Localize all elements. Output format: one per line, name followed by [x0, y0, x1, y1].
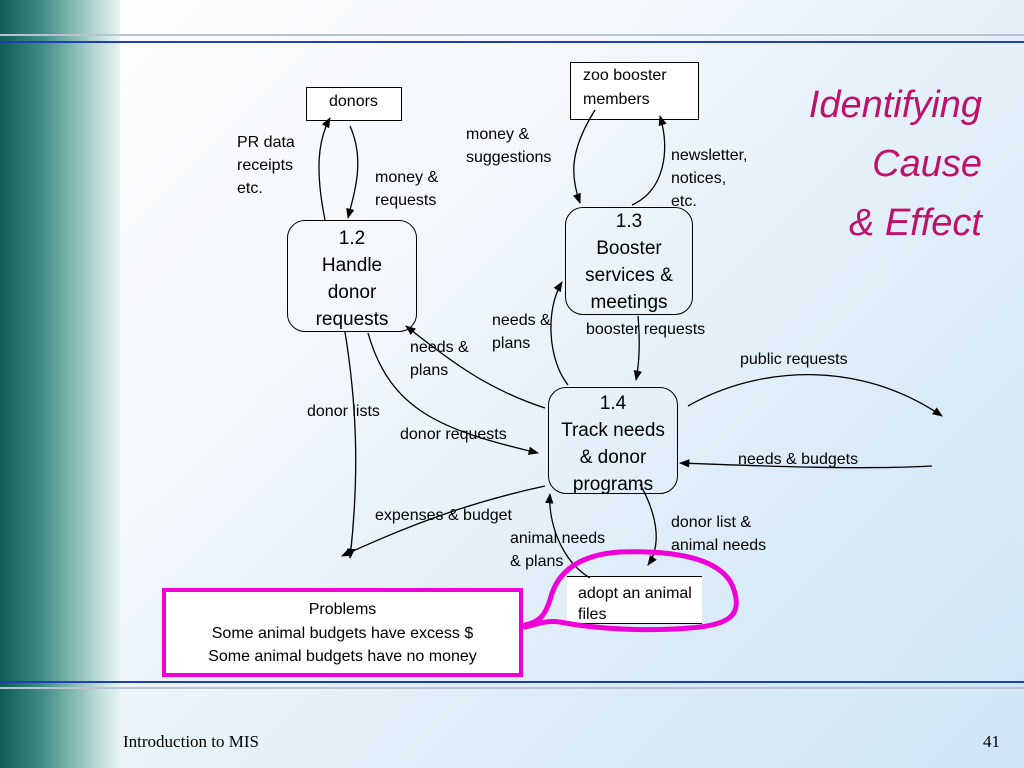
data-store-adopt-an-animal: adopt an animal files [567, 576, 702, 624]
flow-label-newsletter: newsletter, notices, etc. [671, 144, 747, 213]
process-1-3-id: 1.3 [615, 211, 643, 232]
animal-needs-plans-line1: animal needs [510, 530, 606, 547]
flow-label-animal-needs-plans: animal needs & plans [510, 527, 605, 573]
title-line-1: Identifying [808, 84, 982, 126]
slide-title: Identifying Cause & Effect [809, 76, 982, 253]
donor-list-animal-needs-line2: animal needs [671, 537, 767, 554]
arrow-expenses-budget [341, 485, 546, 557]
data-store-label-1: adopt an animal [578, 585, 692, 602]
pr-data-line2: receipts [237, 157, 294, 174]
arrow-pr-data [318, 117, 331, 221]
problems-callout: Problems Some animal budgets have excess… [162, 588, 523, 677]
arrow-needs-plans-up [550, 281, 569, 386]
arrow-public-requests [687, 373, 943, 417]
needs-plans-right-line2: plans [492, 335, 531, 352]
process-1-3-line3: meetings [590, 292, 668, 313]
problems-item-1: Some animal budgets have excess $ [211, 624, 474, 642]
problems-heading: Problems [308, 601, 377, 618]
entity-zoo-booster-members: zoo booster members [570, 62, 699, 120]
pr-data-line1: PR data [237, 134, 295, 151]
entity-donors-label: donors [329, 93, 378, 110]
money-requests-line2: requests [375, 192, 437, 209]
top-rule-blue [0, 41, 1024, 43]
flow-label-donor-list-animal-needs: donor list & animal needs [671, 511, 766, 557]
newsletter-line1: newsletter, [671, 147, 748, 164]
flow-label-booster-requests: booster requests [586, 321, 706, 338]
process-1-4-line1: Track needs [561, 420, 665, 441]
flow-label-expenses-budget: expenses & budget [375, 507, 512, 524]
arrow-donor-list-animal-needs [639, 483, 657, 566]
arrow-money-requests [346, 125, 359, 220]
process-1-4-line3: programs [572, 474, 654, 495]
money-requests-line1: money & [375, 169, 439, 186]
arrow-animal-needs-plans [545, 492, 591, 579]
process-1-4-line2: & donor [579, 447, 647, 468]
needs-plans-left-line2: plans [410, 362, 449, 379]
process-1-4-id: 1.4 [599, 393, 627, 414]
process-1-2-line3: requests [315, 309, 389, 330]
arrow-donor-requests [367, 332, 540, 455]
process-1-2-line2: donor [327, 282, 377, 303]
process-1-2: 1.2 Handle donor requests [287, 220, 417, 332]
top-rule-gray [0, 34, 1024, 36]
process-1-4: 1.4 Track needs & donor programs [548, 387, 678, 495]
pr-data-line3: etc. [237, 180, 263, 197]
arrow-booster-requests [633, 315, 642, 382]
flow-label-public-requests: public requests [740, 351, 848, 368]
process-1-2-line1: Handle [321, 255, 383, 276]
money-suggestions-line2: suggestions [466, 149, 552, 166]
problems-item-2: Some animal budgets have no money [208, 648, 477, 665]
flow-label-donor-lists: donor lists [307, 403, 380, 420]
process-1-3: 1.3 Booster services & meetings [565, 207, 693, 315]
donor-list-animal-needs-line1: donor list & [671, 514, 752, 531]
arrow-needs-budgets [678, 459, 933, 469]
sidebar-gradient [0, 0, 120, 768]
money-suggestions-line1: money & [466, 126, 530, 143]
flow-label-needs-plans-right: needs & plans [492, 309, 551, 355]
newsletter-line2: notices, [671, 170, 727, 187]
needs-plans-right-line1: needs & [492, 312, 551, 329]
animal-needs-plans-line2: & plans [510, 553, 564, 570]
arrow-money-suggestions [572, 109, 596, 204]
flow-label-money-suggestions: money & suggestions [466, 123, 551, 169]
flow-label-needs-budgets: needs & budgets [738, 451, 859, 468]
bottom-rule-blue [0, 681, 1024, 683]
bottom-rule-gray [0, 687, 1024, 689]
footer-page-number: 41 [983, 732, 1000, 751]
flow-label-donor-requests: donor requests [400, 426, 507, 443]
arrow-newsletter [631, 115, 667, 206]
arrow-donor-lists [344, 331, 357, 560]
arrow-needs-plans-left [405, 325, 546, 409]
needs-plans-left-line1: needs & [410, 339, 469, 356]
title-line-2: Cause [872, 143, 982, 185]
highlight-circle [522, 549, 739, 633]
title-line-3: & Effect [848, 202, 982, 244]
data-store-label-2: files [578, 606, 607, 623]
process-1-2-id: 1.2 [338, 228, 366, 249]
flow-label-needs-plans-left: needs & plans [410, 336, 469, 382]
process-1-3-line1: Booster [596, 238, 662, 259]
flow-label-money-requests: money & requests [375, 166, 438, 212]
footer-course-title: Introduction to MIS [123, 732, 259, 751]
entity-donors: donors [306, 87, 402, 121]
entity-zoo-label-1: zoo booster [583, 67, 667, 84]
flow-label-pr-data: PR data receipts etc. [237, 131, 295, 200]
entity-zoo-label-2: members [583, 91, 650, 108]
process-1-3-line2: services & [585, 265, 673, 286]
newsletter-line3: etc. [671, 193, 697, 210]
